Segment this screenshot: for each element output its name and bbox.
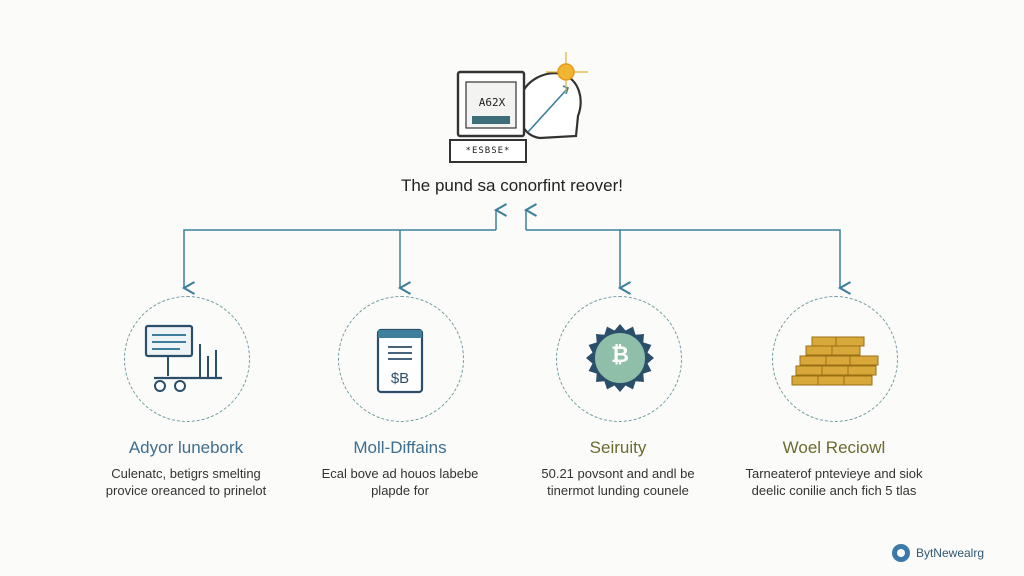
node-title-3: Seiruity xyxy=(589,438,647,457)
node-desc-1-line2: provice oreanced to prinelot xyxy=(105,483,267,498)
node-circle-2 xyxy=(338,296,464,422)
monitor-screen-text: A62X xyxy=(478,96,506,109)
sparkle-icon xyxy=(546,52,588,92)
node-title-2: Moll-Diffains xyxy=(353,438,447,457)
brand-logo-icon xyxy=(891,544,910,562)
node-desc-4: Tarneaterof pntevieye and siok deelic co… xyxy=(714,465,954,499)
node-circle-3 xyxy=(556,296,682,422)
node-desc-2: Ecal bove ad houos labebe plapde for xyxy=(280,465,520,499)
node-desc-3-line2: tinermot lunding counele xyxy=(547,483,689,498)
hero-title: The pund sa conorfint reover! xyxy=(400,176,624,195)
node-desc-2-line1: Ecal bove ad houos labebe xyxy=(321,466,479,481)
connector-right-branch xyxy=(526,229,852,295)
node-desc-1: Culenatc, betigrs smelting provice orean… xyxy=(66,465,306,499)
node-desc-2-line2: plapde for xyxy=(371,483,429,498)
brand-watermark: BytNewealrg xyxy=(891,544,984,562)
node-desc-3: 50.21 povsont and andl be tinermot lundi… xyxy=(498,465,738,499)
node-circle-1 xyxy=(124,296,250,422)
ledger-icon-text: $B xyxy=(390,370,410,387)
brand-label: BytNewealrg xyxy=(915,546,984,560)
node-title-4: Woel Reciowl xyxy=(782,438,886,457)
node-desc-1-line1: Culenatc, betigrs smelting xyxy=(111,466,261,481)
coin-symbol: ₿ xyxy=(611,342,629,367)
keyboard-label: *ESBSE* xyxy=(465,146,511,156)
node-desc-3-line1: 50.21 povsont and andl be xyxy=(541,466,695,481)
node-circle-4 xyxy=(772,296,898,422)
connector-left-branch xyxy=(181,229,496,295)
node-title-1: Adyor lunebork xyxy=(128,438,244,457)
node-desc-4-line1: Tarneaterof pntevieye and siok xyxy=(745,466,923,481)
node-desc-4-line2: deelic conilie anch fich 5 tlas xyxy=(751,483,917,498)
hero-illustration xyxy=(449,52,588,163)
